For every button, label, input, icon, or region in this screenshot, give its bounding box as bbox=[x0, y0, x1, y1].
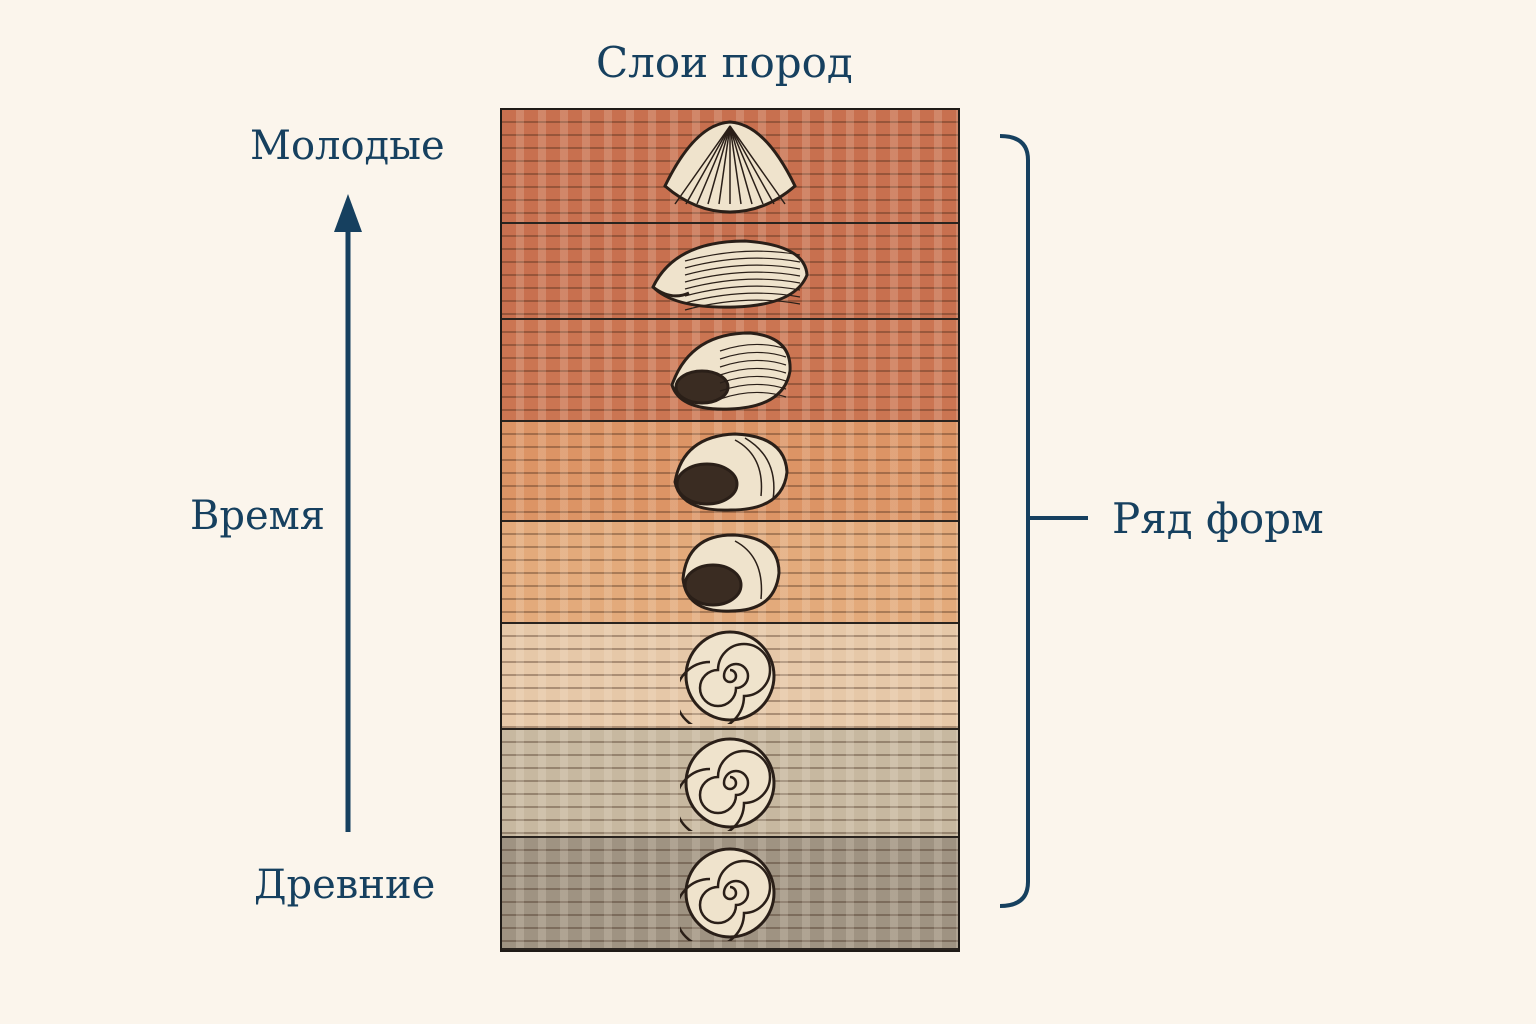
rock-layer bbox=[502, 730, 958, 838]
label-time: Время bbox=[190, 493, 326, 539]
label-ancient: Древние bbox=[254, 862, 436, 908]
rock-layer bbox=[502, 224, 958, 320]
time-arrow-icon bbox=[334, 194, 362, 832]
rock-layer bbox=[502, 110, 958, 224]
snail-shell-small-icon bbox=[681, 533, 781, 613]
rock-layer bbox=[502, 422, 958, 522]
bracket-icon bbox=[999, 134, 1088, 908]
elongated-shell-icon bbox=[651, 239, 809, 311]
spiral-shell-icon bbox=[680, 737, 776, 831]
rock-layer bbox=[502, 624, 958, 730]
spiral-shell-icon bbox=[680, 630, 776, 724]
rock-layer bbox=[502, 522, 958, 624]
spiral-shell-icon bbox=[680, 847, 776, 941]
snail-shell-open-icon bbox=[670, 331, 792, 411]
diagram-title: Слои пород bbox=[596, 38, 853, 87]
label-young: Молодые bbox=[250, 123, 445, 169]
rock-layer bbox=[502, 838, 958, 950]
snail-shell-round-icon bbox=[673, 432, 789, 512]
rock-layer bbox=[502, 320, 958, 422]
rock-strata-column bbox=[500, 108, 960, 952]
label-series: Ряд форм bbox=[1112, 494, 1324, 543]
bivalve-shell-icon bbox=[663, 120, 797, 214]
